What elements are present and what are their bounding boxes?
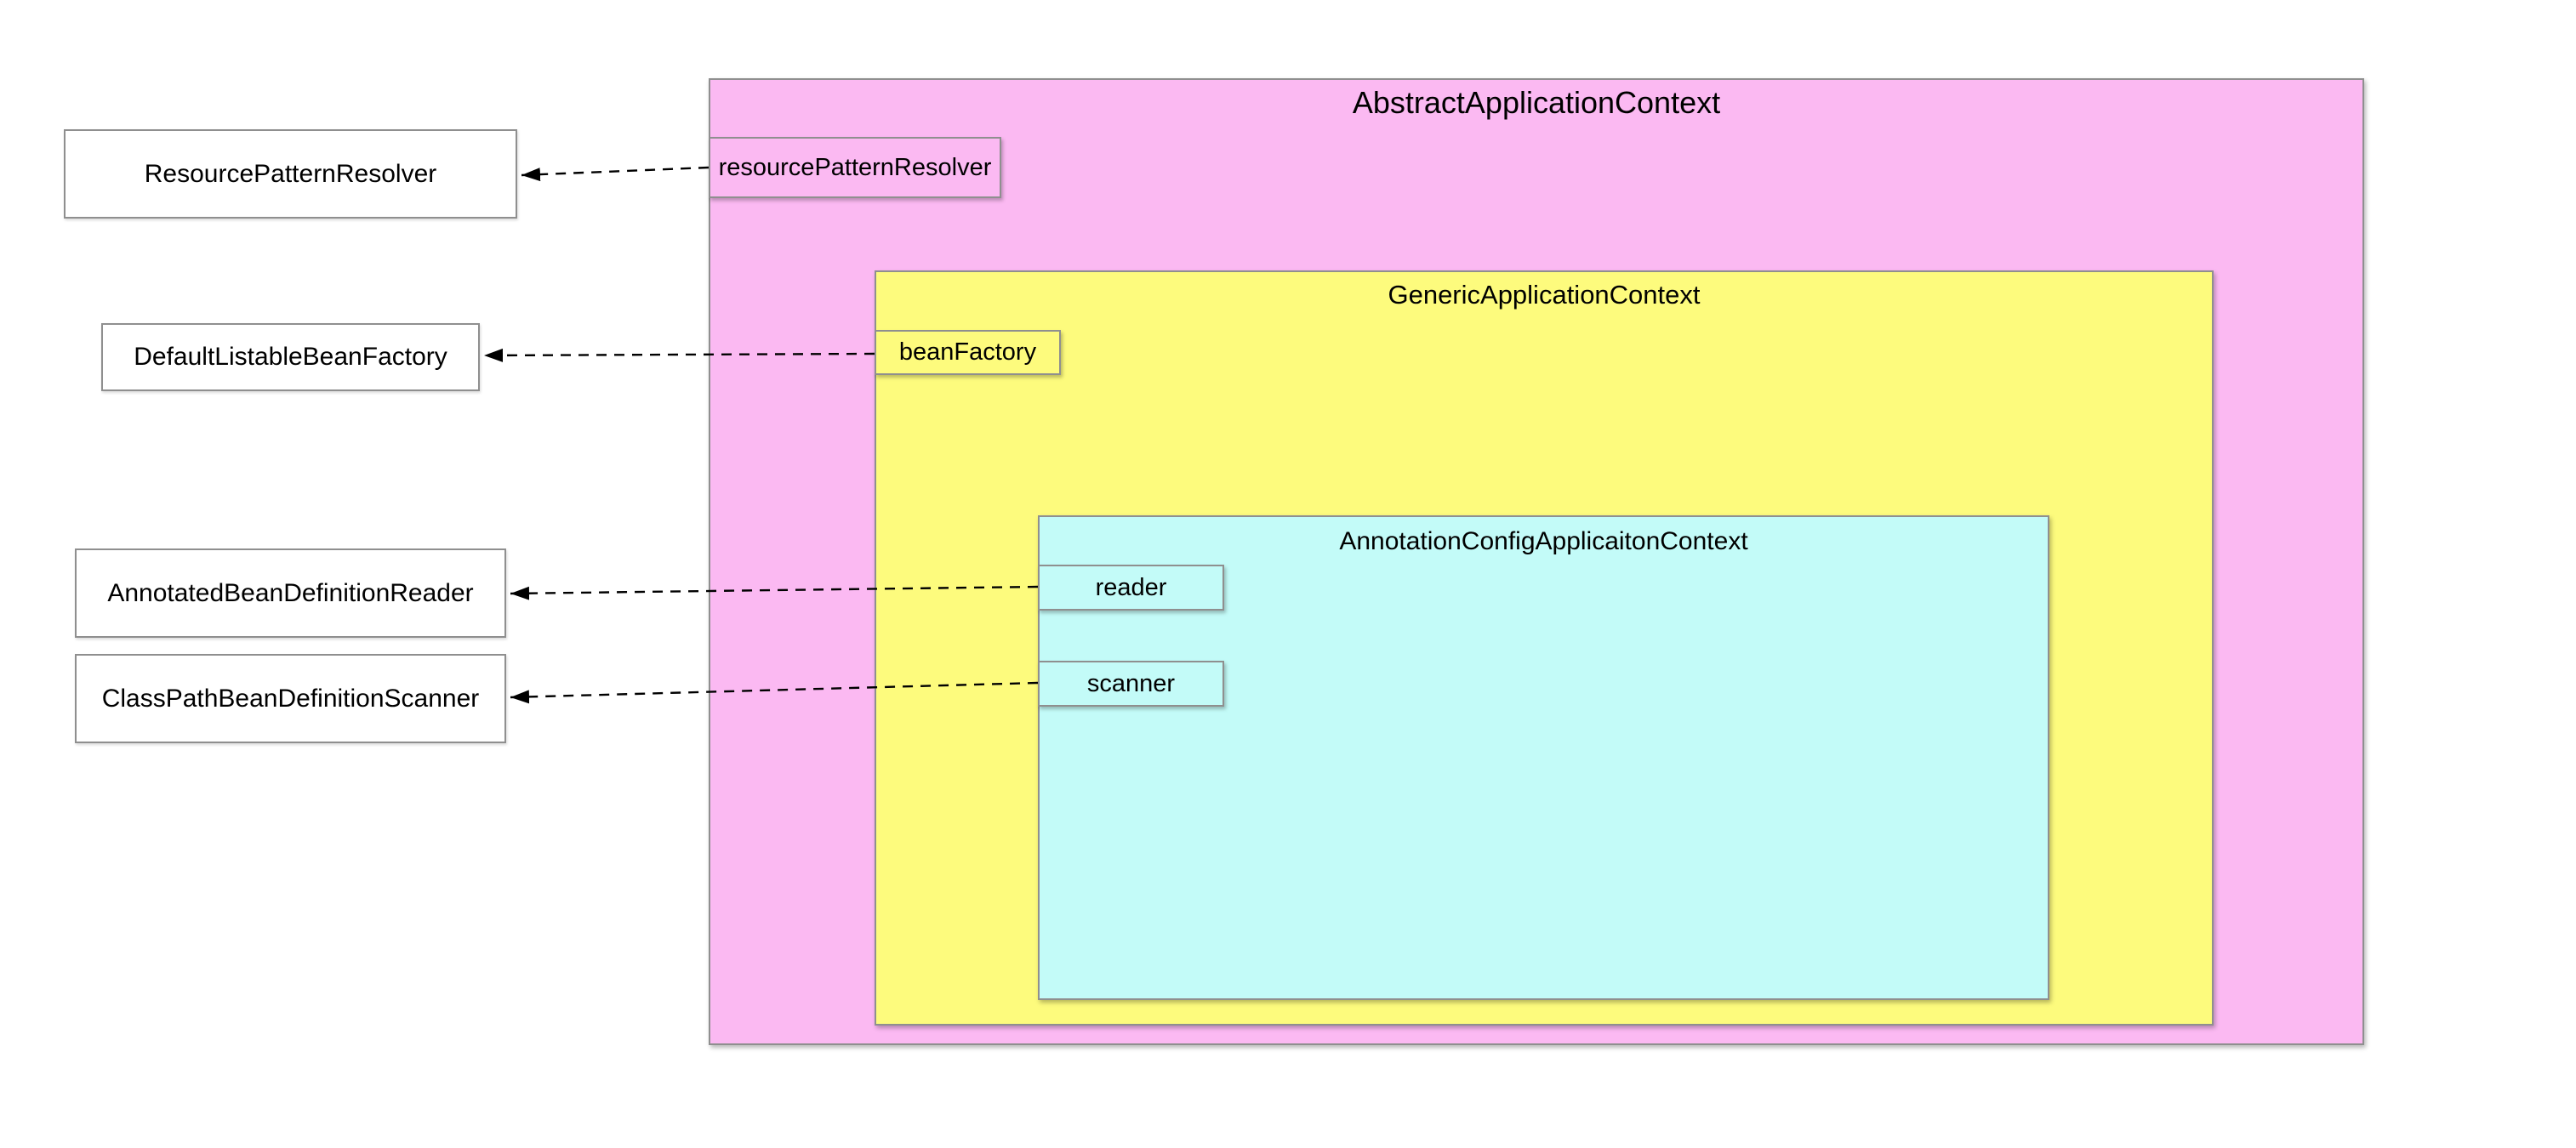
bean-factory-field-label: beanFactory	[898, 338, 1037, 366]
scanner-field-box: scanner	[1038, 661, 1224, 707]
annotated-bean-definition-reader-class-label: AnnotatedBeanDefinitionReader	[107, 578, 474, 607]
resource-pattern-resolver-field-label: resourcePatternResolver	[718, 153, 992, 181]
bean-factory-field-box: beanFactory	[875, 330, 1061, 375]
class-path-bean-definition-scanner-class-label: ClassPathBeanDefinitionScanner	[101, 684, 480, 713]
abstract-application-context-title: AbstractApplicationContext	[1352, 85, 1721, 120]
default-listable-bean-factory-class-box: DefaultListableBeanFactory	[101, 323, 480, 391]
reader-field-label: reader	[1095, 573, 1167, 601]
dependency-arrow-resourcePatternResolver	[521, 166, 710, 182]
resource-pattern-resolver-field-box: resourcePatternResolver	[709, 137, 1001, 198]
resource-pattern-resolver-class-box: ResourcePatternResolver	[64, 129, 517, 219]
reader-field-box: reader	[1038, 565, 1224, 611]
scanner-field-label: scanner	[1086, 669, 1176, 697]
annotation-config-application-context-title: AnnotationConfigApplicaitonContext	[1339, 527, 1748, 555]
resource-pattern-resolver-class-label: ResourcePatternResolver	[144, 159, 437, 188]
default-listable-bean-factory-class-label: DefaultListableBeanFactory	[134, 343, 447, 371]
generic-application-context-title: GenericApplicationContext	[1388, 280, 1701, 310]
class-path-bean-definition-scanner-class-box: ClassPathBeanDefinitionScanner	[75, 654, 506, 743]
annotated-bean-definition-reader-class-box: AnnotatedBeanDefinitionReader	[75, 548, 506, 638]
